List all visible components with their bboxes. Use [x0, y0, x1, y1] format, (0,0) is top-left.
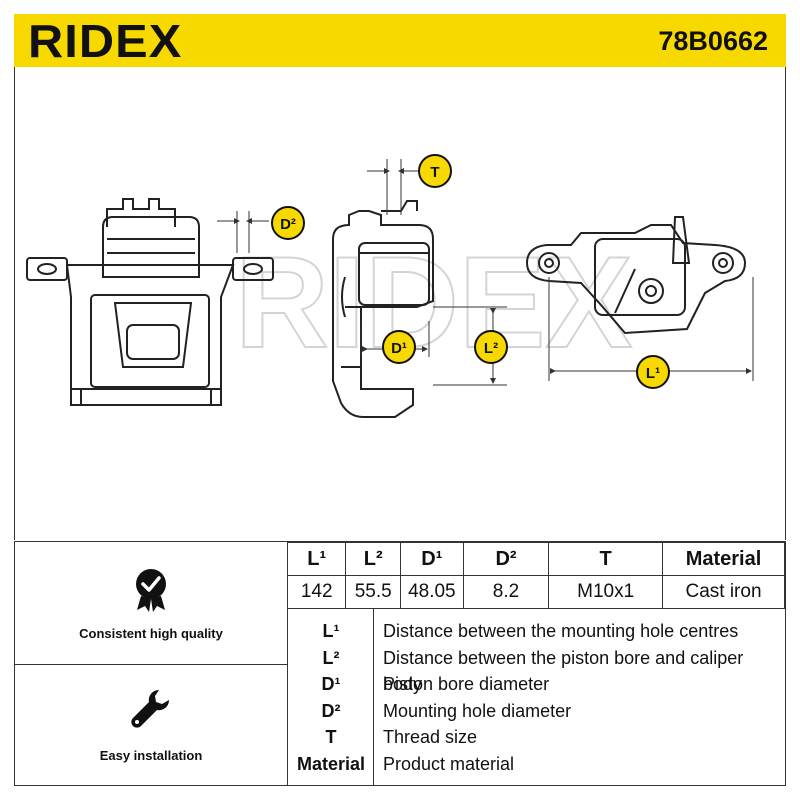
legend-key: L²	[322, 648, 340, 668]
caliper-front-view	[26, 198, 274, 406]
callout-t-label: T	[430, 164, 439, 181]
legend-divider	[373, 608, 374, 785]
feature-divider	[15, 664, 287, 665]
technical-drawing: RIDEX	[14, 67, 786, 540]
caliper-side-view	[525, 216, 747, 335]
column-divider	[287, 542, 288, 785]
callout-l2-label: L²	[484, 340, 498, 357]
callout-d1-label: D¹	[391, 340, 407, 357]
spec-value-d1: 48.05	[400, 575, 464, 609]
legend-row: D¹ Piston bore diameter	[287, 671, 785, 697]
badge-check-icon	[136, 569, 166, 612]
legend-key: D²	[321, 701, 341, 721]
spec-value-l1: 142	[286, 575, 347, 609]
d2-dimension-lines	[217, 211, 269, 253]
callout-d2-badge: D²	[271, 206, 305, 240]
legend-key: Material	[296, 754, 366, 774]
legend-desc: Mounting hole diameter	[383, 701, 572, 721]
legend-desc: Distance between the piston bore and cal…	[383, 648, 744, 694]
spec-header-d2: D²	[462, 542, 550, 576]
spec-header-l1: L¹	[286, 542, 347, 576]
legend-row: T Thread size	[287, 724, 785, 750]
spec-header-t: T	[548, 542, 664, 576]
legend-key: T	[325, 727, 337, 747]
brand-logo: RIDEX	[28, 15, 183, 67]
legend-key: D¹	[321, 674, 341, 694]
legend-row: D² Mounting hole diameter	[287, 698, 785, 724]
callout-l1-label: L¹	[646, 365, 660, 382]
legend-row: L¹ Distance between the mounting hole ce…	[287, 618, 785, 644]
legend-row: L² Distance between the piston bore and …	[287, 645, 785, 694]
spec-header-material: Material	[662, 542, 785, 576]
legend-row: Material Product material	[287, 751, 785, 777]
info-section: Consistent high quality Easy installatio…	[14, 541, 786, 786]
legend-desc: Thread size	[383, 727, 478, 747]
legend-desc: Distance between the mounting hole centr…	[383, 621, 739, 641]
caliper-drawings: RIDEX	[26, 154, 754, 418]
part-number: 78B0662	[658, 26, 768, 56]
feature-quality: Consistent high quality	[15, 542, 287, 664]
callout-l1-badge: L¹	[636, 355, 670, 389]
wrench-icon	[131, 689, 170, 728]
callout-l2-badge: L²	[474, 330, 508, 364]
legend-desc: Product material	[383, 754, 515, 774]
spec-value-l2: 55.5	[345, 575, 401, 609]
legend-key: L¹	[322, 621, 340, 641]
spec-header-row: L¹ L² D¹ D² T Material	[286, 542, 785, 576]
feature-installation: Easy installation	[15, 664, 287, 785]
callout-d2-label: D²	[280, 216, 296, 233]
feature-quality-label: Consistent high quality	[79, 626, 223, 641]
spec-value-t: M10x1	[548, 575, 664, 609]
spec-value-material: Cast iron	[662, 575, 785, 609]
spec-header-l2: L²	[345, 542, 401, 576]
header-bar: RIDEX 78B0662	[14, 14, 786, 67]
legend-desc: Piston bore diameter	[383, 674, 550, 694]
feature-installation-label: Easy installation	[99, 748, 203, 763]
callout-t-badge: T	[418, 154, 452, 188]
spec-table: L¹ L² D¹ D² T Material 142 55.5 48.05 8.…	[286, 542, 785, 609]
callout-d1-badge: D¹	[382, 330, 416, 364]
spec-header-d1: D¹	[400, 542, 464, 576]
spec-value-d2: 8.2	[462, 575, 550, 609]
spec-value-row: 142 55.5 48.05 8.2 M10x1 Cast iron	[286, 575, 785, 609]
caliper-section-view	[332, 200, 434, 418]
